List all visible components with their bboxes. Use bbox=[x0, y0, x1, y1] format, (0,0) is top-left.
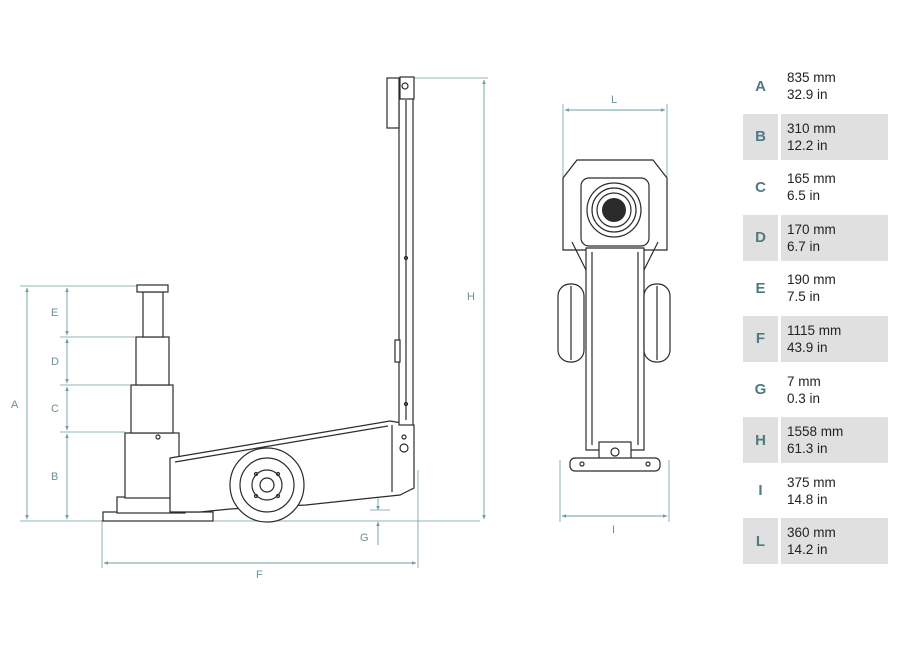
spec-metric: 1558 mm bbox=[787, 424, 844, 440]
dim-label-e: E bbox=[51, 307, 58, 319]
spec-imperial: 0.3 in bbox=[787, 390, 821, 406]
spec-letter: A bbox=[755, 77, 766, 95]
jack-side-drawing bbox=[102, 76, 415, 523]
dim-label-c: C bbox=[51, 403, 59, 415]
spec-imperial: 6.5 in bbox=[787, 188, 821, 204]
spec-imperial: 14.8 in bbox=[787, 491, 828, 507]
spec-metric: 375 mm bbox=[787, 474, 836, 490]
front-view: L I bbox=[557, 94, 671, 536]
spec-imperial: 14.2 in bbox=[787, 542, 828, 558]
spec-imperial: 43.9 in bbox=[787, 339, 828, 355]
spec-letter: D bbox=[743, 214, 778, 261]
spec-letter: G bbox=[754, 381, 767, 399]
dim-label-f: F bbox=[256, 569, 263, 581]
spec-metric: 835 mm bbox=[787, 70, 836, 85]
spec-metric: 190 mm bbox=[787, 272, 836, 288]
dim-label-a: A bbox=[11, 399, 19, 411]
spec-metric: 170 mm bbox=[787, 221, 836, 237]
spec-metric: 310 mm bbox=[787, 120, 836, 136]
spec-imperial: 6.7 in bbox=[787, 238, 821, 254]
spec-metric: 7 mm bbox=[787, 373, 821, 389]
spec-metric: 360 mm bbox=[787, 525, 836, 541]
spec-values: 835 mm 32.9 in bbox=[781, 63, 888, 109]
spec-letter: I bbox=[758, 482, 763, 500]
dim-label-l: L bbox=[611, 94, 617, 106]
dim-label-h: H bbox=[467, 291, 475, 303]
jack-front-drawing bbox=[557, 159, 671, 472]
spec-letter: E bbox=[755, 279, 766, 297]
spec-imperial: 12.2 in bbox=[787, 137, 828, 153]
dim-label-d: D bbox=[51, 356, 59, 368]
spec-letter: C bbox=[755, 178, 766, 196]
spec-row-a: A 835 mm 32.9 in bbox=[743, 63, 888, 109]
spec-metric: 165 mm bbox=[787, 171, 836, 187]
spec-letter: B bbox=[743, 113, 778, 160]
spec-metric: 1115 mm bbox=[787, 322, 842, 338]
spec-letter: F bbox=[743, 315, 778, 362]
side-view: A E D C B H F G bbox=[11, 76, 488, 581]
spec-imperial: 32.9 in bbox=[787, 87, 828, 102]
dim-label-i: I bbox=[612, 524, 615, 536]
dim-label-g: G bbox=[360, 532, 369, 544]
spec-imperial: 61.3 in bbox=[787, 441, 828, 457]
spec-letter: H bbox=[743, 417, 778, 464]
spec-letter: L bbox=[743, 518, 778, 565]
spec-imperial: 7.5 in bbox=[787, 289, 821, 305]
dim-label-b: B bbox=[51, 471, 58, 483]
